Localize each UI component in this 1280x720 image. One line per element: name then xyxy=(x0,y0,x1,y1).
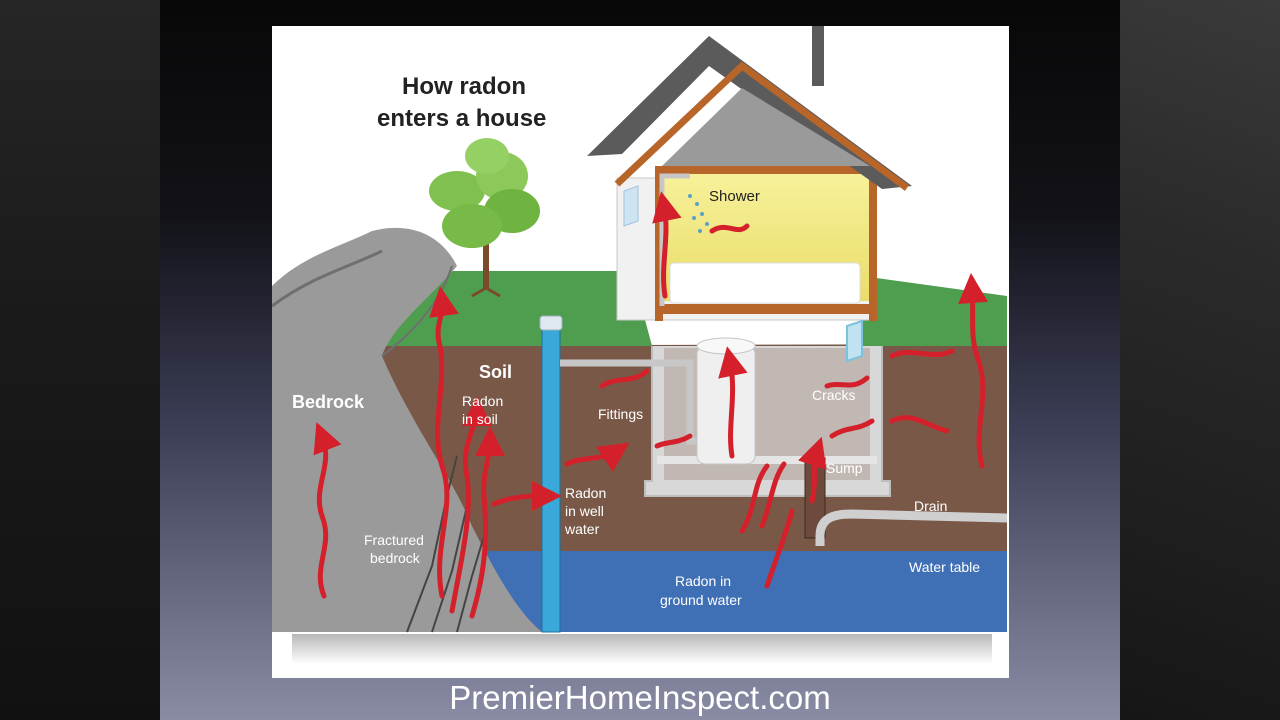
radon-arrow xyxy=(824,375,870,389)
label-water-table: Water table xyxy=(909,559,980,575)
radon-arrow xyxy=(958,273,989,469)
left-background-panel xyxy=(0,0,160,720)
label-drain: Drain xyxy=(914,498,947,514)
label-fractured-line2: bedrock xyxy=(370,550,421,566)
roof-trim xyxy=(614,61,910,191)
radon-arrow xyxy=(764,508,795,589)
radon-arrow xyxy=(599,368,650,389)
radon-arrow xyxy=(718,346,748,459)
fracture-line xyxy=(431,505,468,633)
house-window xyxy=(623,185,639,227)
radon-diagram: How radon enters a house Shower Windows … xyxy=(272,26,1009,678)
label-sump: Sump xyxy=(826,460,863,476)
attic xyxy=(662,88,870,166)
floor-beam xyxy=(655,304,877,314)
radon-arrow xyxy=(889,415,950,434)
diagram-title-line1: How radon xyxy=(402,73,526,100)
basement-window xyxy=(846,319,863,363)
radon-arrow xyxy=(429,286,459,599)
radon-arrow xyxy=(798,436,827,504)
website-caption: PremierHomeInspect.com xyxy=(449,679,831,716)
water-tank xyxy=(696,345,756,465)
basement-floor xyxy=(657,456,877,464)
label-cracks: Cracks xyxy=(812,387,856,403)
radon-arrow xyxy=(889,348,955,359)
shower-spray xyxy=(688,194,709,233)
bathtub xyxy=(669,262,861,304)
label-fittings: Fittings xyxy=(598,406,643,422)
radon-arrow xyxy=(759,461,787,529)
ground-shadow xyxy=(292,634,992,664)
radon-arrow xyxy=(829,418,875,439)
label-radon-in-soil-line1: Radon xyxy=(462,393,503,409)
fracture-line xyxy=(456,525,488,633)
well-pipe xyxy=(541,323,561,633)
label-radon-well-line2: in well xyxy=(565,503,604,519)
water-pipe xyxy=(560,359,697,445)
label-fractured-line1: Fractured xyxy=(364,532,424,548)
tree-trunk xyxy=(483,231,489,289)
label-radon-well-line3: water xyxy=(564,521,600,537)
chimney xyxy=(812,26,824,86)
label-radon-well-line1: Radon xyxy=(565,485,606,501)
label-shower: Shower xyxy=(709,188,760,205)
radon-arrow xyxy=(491,481,562,512)
radon-arrow xyxy=(313,422,342,599)
label-soil: Soil xyxy=(479,362,512,382)
radon-arrow xyxy=(739,463,770,534)
label-radon-ground-line2: ground water xyxy=(660,592,742,608)
bedrock-mass xyxy=(272,227,542,632)
label-windows: Windows xyxy=(777,327,838,344)
radon-arrow xyxy=(652,191,682,299)
right-background-panel xyxy=(1120,0,1280,720)
radon-arrow xyxy=(449,396,492,614)
grass-right xyxy=(862,276,1007,346)
label-bedrock: Bedrock xyxy=(292,392,365,412)
radon-arrow xyxy=(564,442,630,472)
radon-arrow xyxy=(654,433,693,449)
radon-arrow xyxy=(469,426,505,619)
label-radon-ground-line1: Radon in xyxy=(675,573,731,589)
label-radon-in-soil-line2: in soil xyxy=(462,411,498,427)
radon-arrow xyxy=(709,223,750,234)
drain-pipe xyxy=(815,509,1008,546)
tree-canopy xyxy=(429,138,540,248)
diagram-title-line2: enters a house xyxy=(377,105,546,132)
well-cap xyxy=(539,315,563,331)
radon-arrows xyxy=(313,191,989,619)
fracture-line xyxy=(406,455,458,633)
